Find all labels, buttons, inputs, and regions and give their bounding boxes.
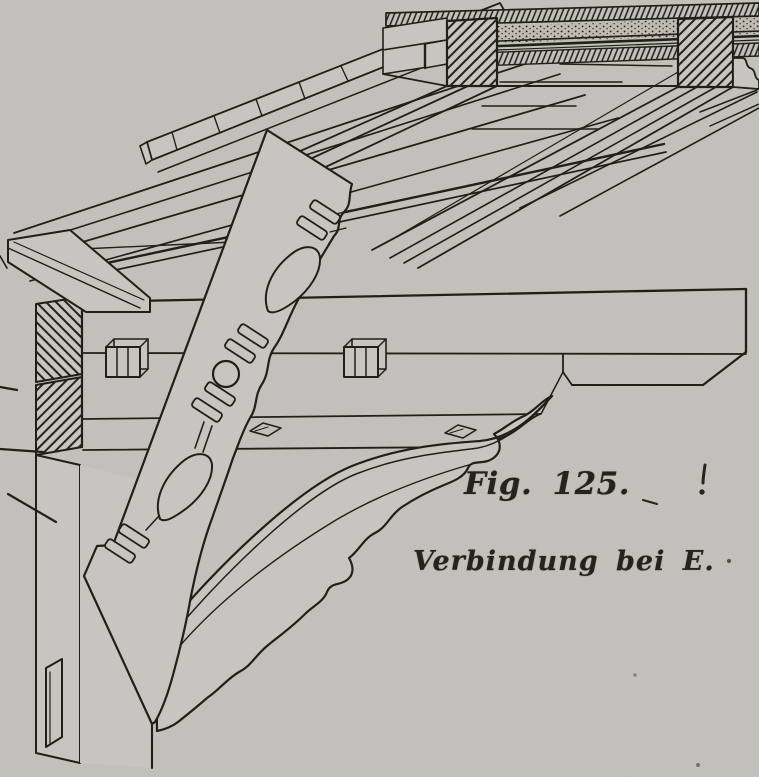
baluster-ball (211, 359, 241, 389)
peg-hole-1 (249, 422, 282, 437)
ink-speck-marks (633, 463, 732, 767)
ink-speck-dot (726, 558, 732, 564)
dowel-peg-2 (343, 338, 387, 378)
peg-hole-2 (444, 424, 477, 439)
rafter-lines-right (371, 71, 759, 269)
bay-board-lines (471, 63, 673, 130)
mortise-slot (45, 658, 63, 748)
baluster-ornament (104, 199, 341, 564)
rafter-block-b (676, 15, 735, 89)
turned-baluster-strut (82, 128, 354, 726)
console-bracket (154, 394, 554, 733)
dowel-peg-1 (105, 338, 149, 378)
molding-end-face (7, 229, 151, 313)
broken-edge-dashes (0, 255, 58, 524)
figure-label: Fig. 125. (464, 466, 631, 502)
roof-section (382, 2, 759, 127)
ink-speck-exclamation (701, 463, 707, 485)
baluster-teardrop-upper (264, 246, 322, 314)
beam-section-hatch (35, 295, 84, 456)
rafter-lines-left (279, 85, 498, 173)
rafter-block-a (445, 16, 499, 88)
figure-caption: Verbindung bei E. (413, 546, 715, 577)
boarding-end-box (382, 17, 448, 75)
ink-speck-dash (641, 498, 659, 506)
baluster-teardrop-lower (156, 453, 214, 522)
